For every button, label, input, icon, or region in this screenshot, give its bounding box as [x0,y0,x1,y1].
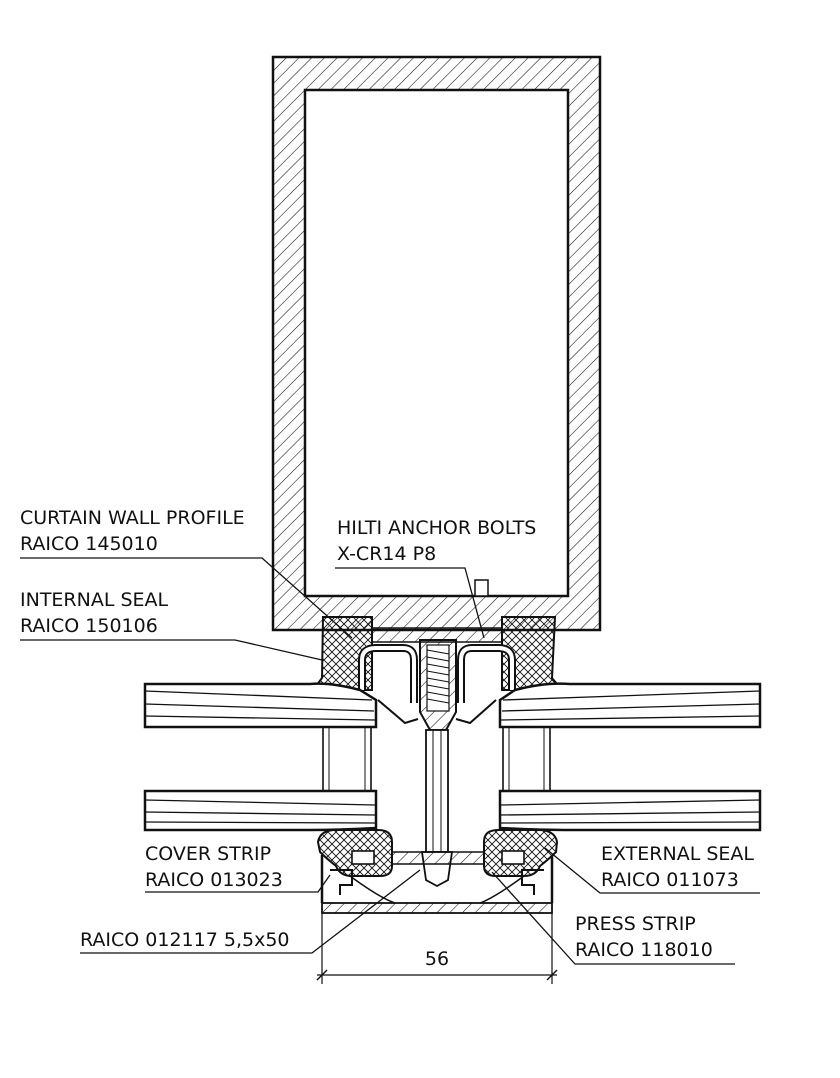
dimension-value: 56 [425,948,449,970]
cover-strip [320,855,554,914]
label-curtain-wall-profile-code: RAICO 145010 [20,533,158,555]
label-hilti-anchor-bolts-title: HILTI ANCHOR BOLTS [337,517,536,539]
leader-lines [20,557,760,965]
label-cover-strip-code: RAICO 013023 [145,869,283,891]
curtain-wall-profile [271,55,602,632]
press-strip [391,851,485,865]
external-seal [316,829,559,877]
label-external-seal-title: EXTERNAL SEAL [601,843,754,865]
glass-panel-left [143,682,378,832]
dimension-56 [316,913,558,984]
label-curtain-wall-profile-title: CURTAIN WALL PROFILE [20,507,245,529]
label-internal-seal-title: INTERNAL SEAL [20,589,169,611]
label-cover-strip-title: COVER STRIP [145,843,271,865]
internal-seal-assembly [311,616,565,731]
label-press-strip-code: RAICO 118010 [575,939,713,961]
label-press-strip-title: PRESS STRIP [575,913,696,935]
label-external-seal-code: RAICO 011073 [601,869,739,891]
label-internal-seal-code: RAICO 150106 [20,615,158,637]
glass-panel-right [498,682,762,832]
anchor-bolt-head [474,579,489,597]
label-screw-code: RAICO 012117 5,5x50 [80,929,290,951]
label-hilti-anchor-bolts-code: X-CR14 P8 [337,543,436,565]
